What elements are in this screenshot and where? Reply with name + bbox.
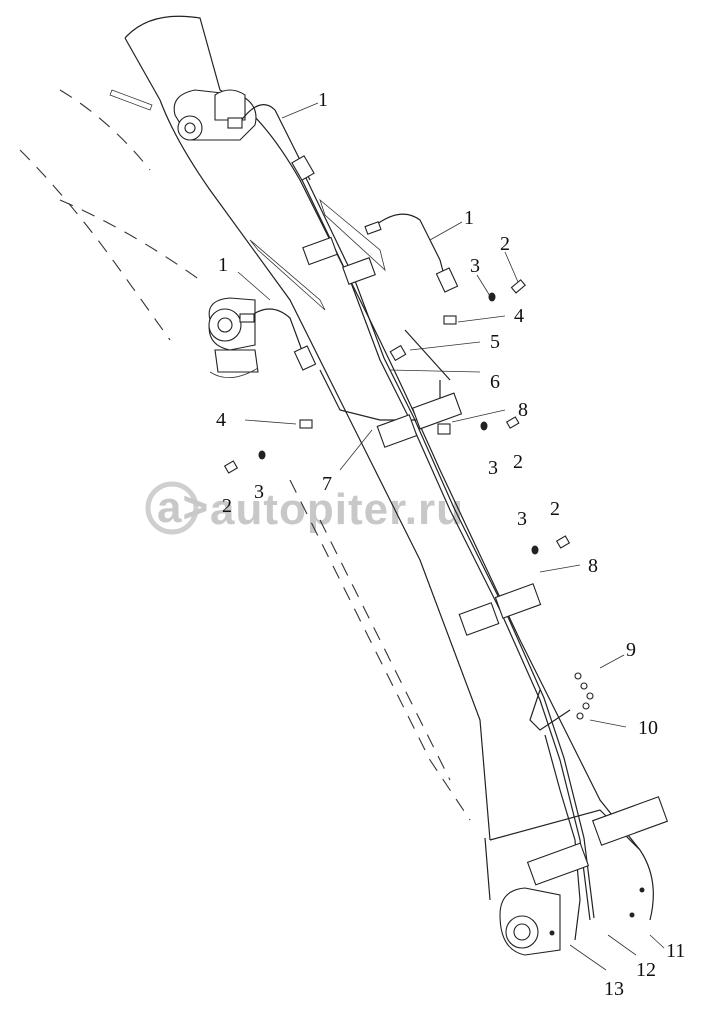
washer-icon <box>488 292 496 302</box>
callout-3: 3 <box>488 457 498 479</box>
callout-2: 2 <box>550 498 560 520</box>
callout-2: 2 <box>500 233 510 255</box>
bolt-icon <box>223 460 239 474</box>
fitting-icon <box>549 887 645 936</box>
washer-icon <box>531 545 539 555</box>
callout-6: 6 <box>490 371 500 393</box>
cylinder-pin-left <box>208 297 259 378</box>
washer-icon <box>480 421 488 431</box>
callout-4: 4 <box>216 409 226 431</box>
bolt-icon <box>505 416 520 429</box>
clamps <box>302 236 669 886</box>
callout-2: 2 <box>513 451 523 473</box>
callout-7: 7 <box>322 473 332 495</box>
callout-11: 11 <box>666 940 685 962</box>
callout-2: 2 <box>222 495 232 517</box>
elbow-fitting-icon <box>437 423 451 435</box>
grease-nipple-icon <box>574 672 594 720</box>
callout-3: 3 <box>517 508 527 530</box>
callout-8: 8 <box>588 555 598 577</box>
watermark-logo-glyph: a> <box>157 483 209 532</box>
elbow-fitting-icon <box>443 315 457 325</box>
washer-icon <box>258 450 266 460</box>
callout-3: 3 <box>254 481 264 503</box>
bolt-icon <box>555 535 571 549</box>
bolt-icon <box>510 279 526 294</box>
hardware <box>223 279 645 936</box>
callout-1: 1 <box>464 207 474 229</box>
hose-fittings <box>227 117 459 371</box>
callout-13: 13 <box>604 978 624 1000</box>
plug-icon <box>389 344 407 362</box>
callout-9: 9 <box>626 639 636 661</box>
leader-lines <box>237 102 665 971</box>
elbow-fitting-icon <box>299 419 313 429</box>
watermark-text: autopiter.ru <box>210 485 464 534</box>
callout-1: 1 <box>318 89 328 111</box>
callout-10: 10 <box>638 717 658 739</box>
hoses <box>239 104 595 941</box>
top-pivot <box>173 89 257 141</box>
callouts: 1 1 1 2 3 4 5 6 8 3 2 4 2 3 7 3 2 8 9 10… <box>216 89 685 1000</box>
callout-4: 4 <box>514 305 524 327</box>
callout-5: 5 <box>490 331 500 353</box>
callout-1: 1 <box>218 254 228 276</box>
foot-pin <box>499 887 561 956</box>
watermark: a> autopiter.ru <box>145 481 464 535</box>
watermark-logo-icon <box>145 481 199 535</box>
callout-3: 3 <box>470 255 480 277</box>
callout-8: 8 <box>518 399 528 421</box>
callout-12: 12 <box>636 959 656 981</box>
